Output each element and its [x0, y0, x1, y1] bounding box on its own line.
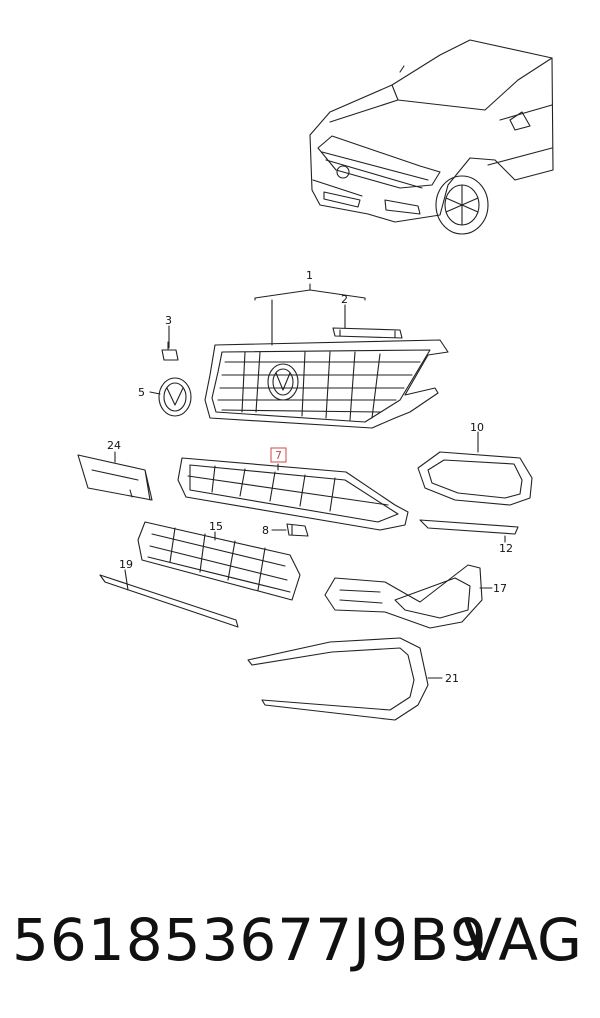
label-5: 5: [138, 386, 145, 399]
label-15: 15: [209, 520, 223, 533]
sensor: [286, 523, 309, 537]
label-24: 24: [107, 439, 121, 452]
side-trim: [419, 519, 519, 535]
label-2: 2: [341, 293, 348, 306]
label-7: 7: [275, 449, 282, 462]
leader-lines: [114, 283, 506, 679]
label-17: 17: [493, 582, 507, 595]
label-12: 12: [499, 542, 513, 555]
label-7-box: [270, 447, 287, 463]
fog-light-frame: [417, 451, 533, 506]
chrome-trim-frame: [247, 637, 429, 721]
label-1: 1: [306, 269, 313, 282]
side-grille: [324, 564, 483, 629]
brand-name: VAG: [462, 906, 582, 974]
center-grille-strip: [177, 457, 409, 531]
label-3: 3: [165, 314, 172, 327]
license-plate-bracket: [77, 454, 153, 501]
upper-grille: [204, 339, 449, 429]
caption-bar: 561853677J9B9 VAG: [0, 895, 600, 985]
emblem-badge: [158, 377, 192, 417]
callout-labels: 1 2 3 5 24 7 8 10 12 15 17 19 21: [107, 269, 513, 685]
label-19: 19: [119, 558, 133, 571]
label-21: 21: [445, 672, 459, 685]
part-number: 561853677J9B9: [12, 906, 488, 974]
label-10: 10: [470, 421, 484, 434]
parts-diagram: 1 2 3 5 24 7 8 10 12 15 17 19 21: [77, 39, 554, 721]
car-illustration: [309, 39, 554, 235]
clip: [161, 341, 179, 361]
lower-strip: [99, 574, 239, 628]
label-8: 8: [262, 524, 269, 537]
trim-strip: [332, 327, 403, 339]
lower-grille-mesh: [137, 521, 301, 601]
